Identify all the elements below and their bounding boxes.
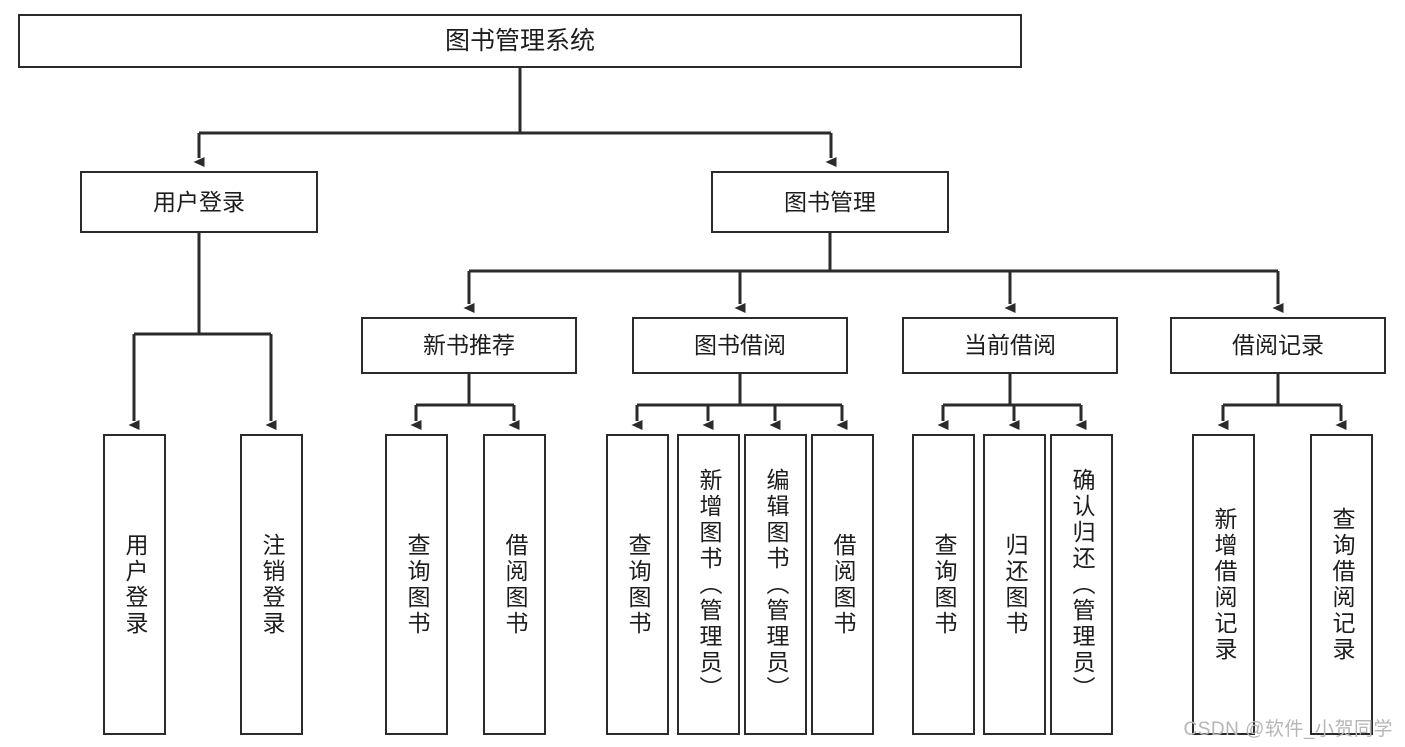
node-leaf-edit-book-admin[interactable]: 编辑图书（管理员）	[744, 434, 807, 735]
node-leaf-query-book-3-label: 查询图书	[931, 532, 957, 637]
node-book-borrow-label: 图书借阅	[694, 332, 786, 359]
node-leaf-borrow-book-2[interactable]: 借阅图书	[811, 434, 874, 735]
node-book-manage-label: 图书管理	[784, 188, 876, 215]
node-leaf-user-login[interactable]: 用户登录	[103, 434, 166, 735]
node-leaf-add-borrow-record[interactable]: 新增借阅记录	[1192, 434, 1255, 735]
node-new-book-recommend[interactable]: 新书推荐	[361, 317, 577, 374]
node-borrow-record[interactable]: 借阅记录	[1170, 317, 1386, 374]
node-leaf-confirm-return-admin-label: 确认归还（管理员）	[1069, 467, 1095, 702]
node-user-login[interactable]: 用户登录	[80, 171, 318, 233]
node-leaf-user-login-label: 用户登录	[122, 532, 148, 637]
node-borrow-record-label: 借阅记录	[1232, 332, 1324, 359]
node-leaf-return-book-label: 归还图书	[1002, 532, 1028, 637]
node-leaf-logout-login-label: 注销登录	[259, 532, 285, 637]
node-book-borrow[interactable]: 图书借阅	[632, 317, 848, 374]
node-leaf-add-book-admin[interactable]: 新增图书（管理员）	[677, 434, 740, 735]
node-leaf-query-borrow-record-label: 查询借阅记录	[1329, 506, 1355, 663]
node-leaf-borrow-book-1[interactable]: 借阅图书	[483, 434, 546, 735]
node-leaf-return-book[interactable]: 归还图书	[983, 434, 1046, 735]
node-current-borrow[interactable]: 当前借阅	[902, 317, 1118, 374]
node-leaf-edit-book-admin-label: 编辑图书（管理员）	[763, 467, 789, 702]
node-leaf-borrow-book-2-label: 借阅图书	[830, 532, 856, 637]
node-leaf-query-book-3[interactable]: 查询图书	[912, 434, 975, 735]
node-book-manage[interactable]: 图书管理	[711, 171, 949, 233]
node-leaf-query-book-2-label: 查询图书	[625, 532, 651, 637]
node-leaf-query-book-2[interactable]: 查询图书	[606, 434, 669, 735]
node-leaf-add-book-admin-label: 新增图书（管理员）	[696, 467, 722, 702]
node-leaf-confirm-return-admin[interactable]: 确认归还（管理员）	[1050, 434, 1113, 735]
node-leaf-add-borrow-record-label: 新增借阅记录	[1211, 506, 1237, 663]
node-root-label: 图书管理系统	[444, 26, 595, 55]
node-root[interactable]: 图书管理系统	[18, 14, 1022, 68]
node-leaf-logout-login[interactable]: 注销登录	[240, 434, 303, 735]
node-leaf-borrow-book-1-label: 借阅图书	[502, 532, 528, 637]
node-current-borrow-label: 当前借阅	[964, 332, 1056, 359]
node-user-login-label: 用户登录	[153, 188, 245, 215]
node-new-book-recommend-label: 新书推荐	[423, 332, 515, 359]
node-leaf-query-borrow-record[interactable]: 查询借阅记录	[1310, 434, 1373, 735]
watermark-text: CSDN @软件_小贺同学	[1183, 719, 1393, 740]
node-leaf-query-book-1-label: 查询图书	[404, 532, 430, 637]
node-leaf-query-book-1[interactable]: 查询图书	[385, 434, 448, 735]
